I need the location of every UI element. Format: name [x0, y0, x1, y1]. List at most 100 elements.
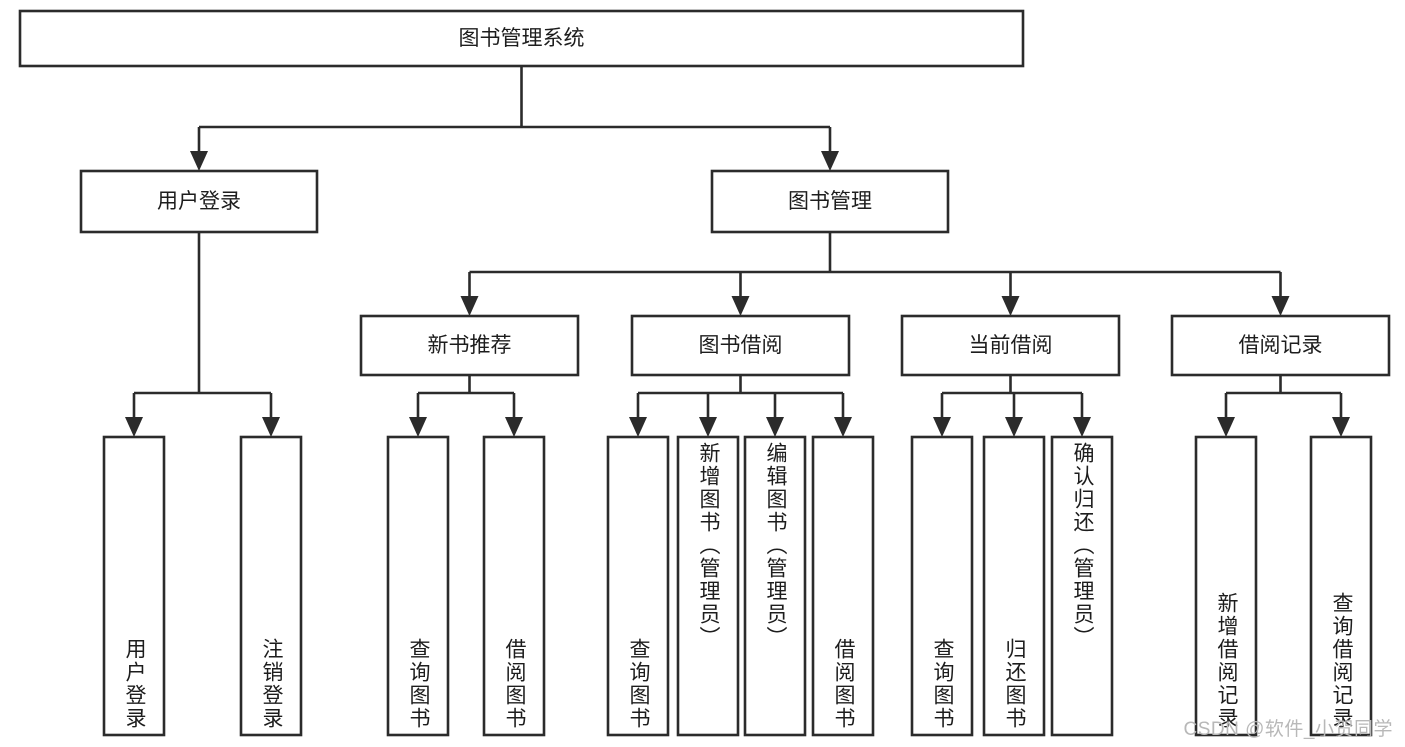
node-label: 归还图书 [1003, 638, 1026, 730]
node-box [102, 435, 166, 737]
node-leaf-add-borrow-record[interactable]: 新增借阅记录 [1194, 435, 1258, 737]
node-label: 借阅图书 [503, 638, 526, 730]
node-label: 新书推荐 [428, 334, 512, 357]
node-label-wrap: 新增图书（管理员） [679, 438, 737, 734]
node-label: 注销登录 [260, 638, 283, 730]
node-leaf-borrow-book-recommend[interactable]: 借阅图书 [482, 435, 546, 737]
node-label-container: 查询图书 [913, 438, 971, 734]
node-label-container: 查询图书 [609, 438, 667, 734]
node-label-container: 新增借阅记录 [1197, 438, 1255, 734]
node-leaf-query-book-current[interactable]: 查询图书 [910, 435, 974, 737]
node-label: 图书借阅 [699, 334, 783, 357]
node-box [710, 169, 950, 234]
node-leaf-query-borrow-record[interactable]: 查询借阅记录 [1309, 435, 1373, 737]
edge-arrowhead [409, 417, 427, 437]
node-box [900, 314, 1121, 377]
node-book-borrow[interactable]: 图书借阅 [630, 314, 851, 377]
node-label-wrap: 注销登录 [242, 438, 300, 734]
node-label-container: 编辑图书（管理员） [746, 438, 804, 734]
node-leaf-return-book[interactable]: 归还图书 [982, 435, 1046, 737]
node-label-wrap: 编辑图书（管理员） [746, 438, 804, 734]
node-label-wrap: 查询图书 [609, 438, 667, 734]
node-box [1170, 314, 1391, 377]
node-box [630, 314, 851, 377]
edge-arrowhead [766, 417, 784, 437]
node-new-book-recommend[interactable]: 新书推荐 [359, 314, 580, 377]
node-box [239, 435, 303, 737]
node-user-login[interactable]: 用户登录 [79, 169, 319, 234]
node-leaf-edit-book-admin[interactable]: 编辑图书（管理员） [743, 435, 807, 737]
edge-arrowhead [1005, 417, 1023, 437]
edge-arrowhead [460, 296, 479, 316]
node-label-wrap: 查询图书 [389, 438, 447, 734]
node-label: 查询图书 [407, 638, 430, 730]
node-box [18, 9, 1025, 68]
node-label-container: 借阅图书 [485, 438, 543, 734]
node-box [1194, 435, 1258, 737]
node-label-wrap: 确认归还（管理员） [1053, 438, 1111, 734]
node-label-container: 用户登录 [105, 438, 163, 734]
node-box [482, 435, 546, 737]
node-leaf-query-book-recommend[interactable]: 查询图书 [386, 435, 450, 737]
node-label: 借阅图书 [832, 638, 855, 730]
node-label-wrap: 查询图书 [913, 438, 971, 734]
node-box [1050, 435, 1114, 737]
node-label-container: 查询借阅记录 [1312, 438, 1370, 734]
edge-arrowhead [125, 417, 143, 437]
node-leaf-borrow-book[interactable]: 借阅图书 [811, 435, 875, 737]
edge-arrowhead [1332, 417, 1350, 437]
node-leaf-confirm-return-admin[interactable]: 确认归还（管理员） [1050, 435, 1114, 737]
edge-arrowhead [190, 151, 208, 171]
node-label-container: 归还图书 [985, 438, 1043, 734]
node-borrow-record[interactable]: 借阅记录 [1170, 314, 1391, 377]
node-label: 新增借阅记录 [1215, 592, 1238, 730]
node-layer: 图书管理系统用户登录图书管理新书推荐图书借阅当前借阅借阅记录用户登录注销登录查询… [18, 9, 1391, 737]
edge-arrowhead [262, 417, 280, 437]
node-label-container: 新增图书（管理员） [679, 438, 737, 734]
node-box [359, 314, 580, 377]
edge-arrowhead [629, 417, 647, 437]
node-label: 用户登录 [157, 190, 241, 213]
node-label: 新增图书（管理员） [697, 442, 720, 649]
node-label-container: 注销登录 [242, 438, 300, 734]
edge-arrowhead [834, 417, 852, 437]
node-label: 图书管理系统 [459, 27, 585, 50]
node-leaf-user-login[interactable]: 用户登录 [102, 435, 166, 737]
node-box [743, 435, 807, 737]
node-leaf-add-book-admin[interactable]: 新增图书（管理员） [676, 435, 740, 737]
edge-arrowhead [1271, 296, 1290, 316]
node-label: 查询图书 [931, 638, 954, 730]
node-label: 用户登录 [123, 638, 146, 730]
node-label: 当前借阅 [969, 334, 1053, 357]
node-label-wrap: 新增借阅记录 [1197, 438, 1255, 734]
node-book-management[interactable]: 图书管理 [710, 169, 950, 234]
edge-arrowhead [933, 417, 951, 437]
node-leaf-logout[interactable]: 注销登录 [239, 435, 303, 737]
node-label: 查询图书 [627, 638, 650, 730]
edge-arrowhead [1073, 417, 1091, 437]
node-box [982, 435, 1046, 737]
node-label: 图书管理 [788, 190, 872, 213]
node-root[interactable]: 图书管理系统 [18, 9, 1025, 68]
node-label-wrap: 归还图书 [985, 438, 1043, 734]
node-label-wrap: 借阅图书 [814, 438, 872, 734]
node-current-borrow[interactable]: 当前借阅 [900, 314, 1121, 377]
node-box [606, 435, 670, 737]
node-box [910, 435, 974, 737]
node-leaf-query-book[interactable]: 查询图书 [606, 435, 670, 737]
node-box [1309, 435, 1373, 737]
node-label-container: 确认归还（管理员） [1053, 438, 1111, 734]
node-label-container: 查询图书 [389, 438, 447, 734]
edge-arrowhead [505, 417, 523, 437]
node-label: 编辑图书（管理员） [764, 442, 787, 649]
node-label-wrap: 用户登录 [105, 438, 163, 734]
node-label-wrap: 借阅图书 [485, 438, 543, 734]
node-label-wrap: 查询借阅记录 [1312, 438, 1370, 734]
node-box [811, 435, 875, 737]
edge-arrowhead [1001, 296, 1020, 316]
edge-arrowhead [731, 296, 750, 316]
node-label: 确认归还（管理员） [1071, 442, 1094, 649]
edge-arrowhead [1217, 417, 1235, 437]
